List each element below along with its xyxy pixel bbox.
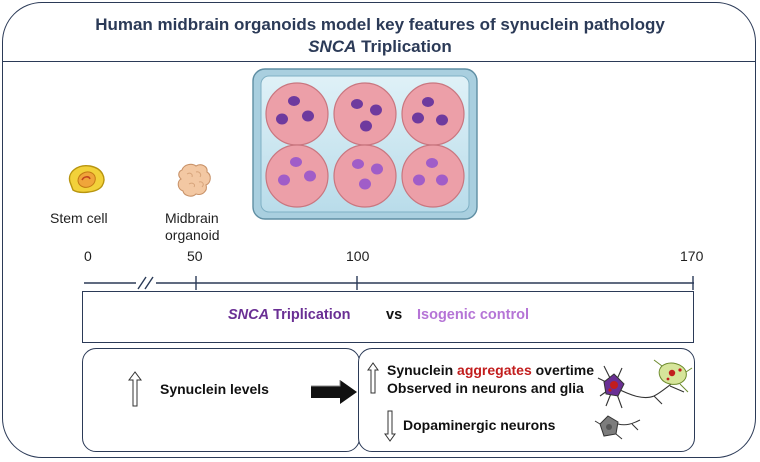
neurons-glia-line: Observed in neurons and glia (387, 380, 584, 396)
up-arrow-icon (367, 362, 379, 394)
organoid-label-line1: Midbrain (165, 210, 219, 226)
up-arrow-icon (128, 371, 142, 407)
triplication-text: Triplication (269, 307, 351, 323)
isogenic-control-label: Isogenic control (417, 307, 529, 323)
well (333, 144, 397, 208)
snca-italic: SNCA (228, 307, 270, 323)
down-arrow-icon (384, 410, 396, 442)
well (265, 144, 329, 208)
results-left-box (82, 348, 360, 452)
comparison-box (82, 291, 694, 343)
organoid-icon (177, 163, 211, 197)
stem-cell-icon (68, 165, 105, 194)
title-divider (3, 61, 755, 62)
title-line2: SNCA Triplication (0, 36, 760, 58)
tick-label-100: 100 (346, 248, 370, 264)
page-title: Human midbrain organoids model key featu… (0, 14, 760, 58)
results-right-box (358, 348, 695, 452)
aggregates-word: aggregates (457, 362, 532, 378)
snca-triplication-label: SNCA Triplication (228, 307, 350, 323)
culture-plate-illustration (252, 68, 478, 220)
vs-label: vs (386, 307, 403, 323)
organoid-label: Midbrain organoid (165, 210, 220, 244)
dopaminergic-neurons-label: Dopaminergic neurons (403, 417, 556, 433)
tick-label-50: 50 (187, 248, 203, 264)
stem-cell-label: Stem cell (50, 210, 108, 226)
synuclein-levels-label: Synuclein levels (160, 381, 269, 397)
title-triplication: Triplication (356, 37, 452, 56)
well (265, 82, 329, 146)
organoid-label-line2: organoid (165, 227, 220, 243)
dopaminergic-neuron-icon (594, 415, 641, 440)
aggregates-line: Synuclein aggregates overtime (387, 362, 594, 378)
title-snca: SNCA (308, 37, 357, 56)
axis-break-icon (136, 276, 156, 290)
tick-label-170: 170 (680, 248, 704, 264)
well (401, 144, 465, 208)
tick-label-0: 0 (84, 248, 92, 264)
well-grid (265, 82, 465, 208)
title-line1: Human midbrain organoids model key featu… (95, 15, 665, 34)
aggregates-line-c: overtime (531, 362, 594, 378)
outer-frame (2, 2, 756, 458)
right-block-arrow-icon (311, 380, 357, 404)
aggregates-line-a: Synuclein (387, 362, 458, 378)
neuron-glia-icon (597, 359, 693, 409)
